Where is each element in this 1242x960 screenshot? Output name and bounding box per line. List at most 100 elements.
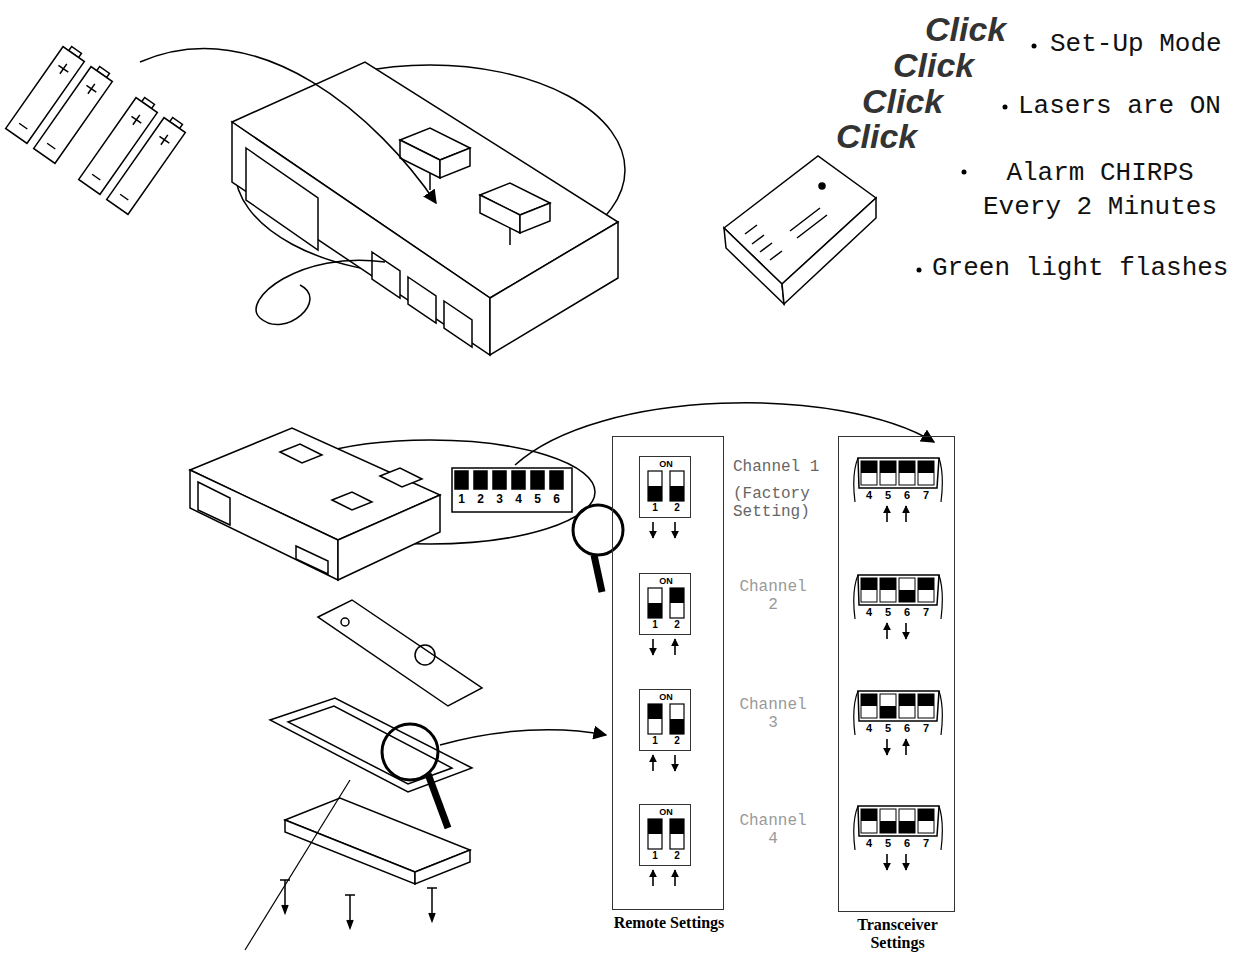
direction-arrow [674, 522, 676, 538]
opened-remote [341, 618, 349, 626]
direction-arrow [652, 870, 654, 886]
switch-bracket [854, 458, 943, 502]
switch-number: 3 [496, 493, 503, 507]
switch-number: 4 [515, 493, 522, 507]
transceiver-switch-view [512, 471, 525, 489]
toggle-lever [861, 809, 877, 821]
transceiver-housing [480, 195, 520, 233]
toggle-lever [648, 603, 662, 618]
direction-arrow [886, 739, 888, 755]
remote-settings-panel: Remote SettingsON12ON12ON12ON12 [612, 436, 724, 910]
switch-number: 2 [674, 502, 680, 514]
transceiver-switch-view [550, 471, 563, 489]
transceiver-switch-view [474, 471, 487, 489]
direction-arrow [674, 755, 676, 771]
switch-number: 2 [674, 735, 680, 747]
switch-number: 7 [923, 722, 929, 735]
switch-number: 1 [652, 850, 658, 862]
toggle-slot [899, 578, 915, 602]
opened-remote [280, 880, 437, 920]
toggle-lever [861, 694, 877, 706]
remote-dip-switch: ON12 [639, 804, 691, 866]
transceiver-housing [490, 222, 618, 355]
on-marker: ON [659, 459, 673, 469]
toggle-lever [880, 578, 896, 590]
switch-number: 1 [652, 502, 658, 514]
switch-number: 4 [866, 722, 872, 735]
toggle-lever [670, 486, 684, 501]
status-note: Green light flashes [932, 254, 1228, 284]
toggle-slot [861, 694, 877, 718]
batteries [107, 118, 186, 215]
remote-control [819, 183, 825, 189]
toggle-lever [861, 578, 877, 590]
toggle-lever [880, 706, 896, 718]
switch-number: 6 [904, 722, 910, 735]
sound-effect: Click [925, 10, 1006, 49]
transceiver-switch-view [280, 444, 322, 463]
bullet-dots [1032, 44, 1037, 49]
bullet-dots [917, 268, 922, 273]
opened-remote [428, 774, 448, 828]
on-marker: ON [659, 807, 673, 817]
transceiver-housing [256, 260, 385, 324]
toggle-slot [648, 704, 662, 734]
transceiver-switch-view [380, 468, 422, 487]
transceiver-switch-view [573, 505, 623, 555]
toggle-lever [899, 590, 915, 602]
batteries [6, 42, 189, 214]
toggle-slot [861, 578, 877, 602]
channel-note: (Factory Setting) [733, 485, 828, 522]
remote-dip-switch: ON12 [639, 689, 691, 751]
toggle-lever [899, 821, 915, 833]
switch-number: 7 [923, 489, 929, 502]
toggle-lever [899, 461, 915, 473]
switch-housing [858, 575, 939, 605]
batteries [107, 113, 189, 214]
direction-arrow [652, 755, 654, 771]
toggle-slot [670, 471, 684, 501]
panel-heading: Transceiver Settings [839, 916, 956, 952]
remote-control [782, 198, 876, 304]
switch-number: 1 [458, 493, 465, 507]
direction-arrow [886, 506, 888, 522]
transceiver-housing [408, 277, 436, 323]
toggle-slot [670, 704, 684, 734]
switch-number: 4 [866, 489, 872, 502]
switch-number: 7 [923, 837, 929, 850]
transceiver-housing [400, 140, 440, 178]
on-marker: ON [659, 692, 673, 702]
switch-number: 4 [866, 606, 872, 619]
switch-number: 2 [477, 493, 484, 507]
toggle-slot [918, 461, 934, 485]
sound-effect: Click [836, 117, 917, 156]
leader-line [245, 780, 350, 950]
toggle-lever [918, 461, 934, 473]
transceiver-switch-view [452, 468, 572, 512]
sound-effect: Click [862, 82, 943, 121]
switch-number: 6 [904, 606, 910, 619]
toggle-slot [670, 588, 684, 618]
toggle-lever [648, 486, 662, 501]
toggle-lever [648, 704, 662, 719]
switch-housing [858, 691, 939, 721]
transceiver-housing [440, 148, 470, 178]
view-arrow [440, 730, 606, 745]
direction-arrow [886, 623, 888, 639]
opened-remote [270, 600, 482, 928]
toggle-lever [918, 578, 934, 590]
panel-heading: Remote Settings [613, 914, 725, 932]
transceiver-switch-view [332, 492, 372, 510]
switch-number: 6 [553, 493, 560, 507]
transceiver-switch-view [594, 555, 602, 592]
opened-remote [382, 724, 438, 780]
transceiver-settings-panel: Transceiver Settings4567456745674567 [838, 436, 955, 912]
switch-number: 6 [904, 489, 910, 502]
direction-arrow [652, 522, 654, 538]
transceiver-dip-switch: 4567 [853, 456, 943, 504]
view-arrow [515, 403, 934, 465]
direction-arrow [886, 854, 888, 870]
transceiver-housing [232, 62, 625, 355]
remote-control [745, 208, 827, 260]
switch-number: 7 [923, 606, 929, 619]
